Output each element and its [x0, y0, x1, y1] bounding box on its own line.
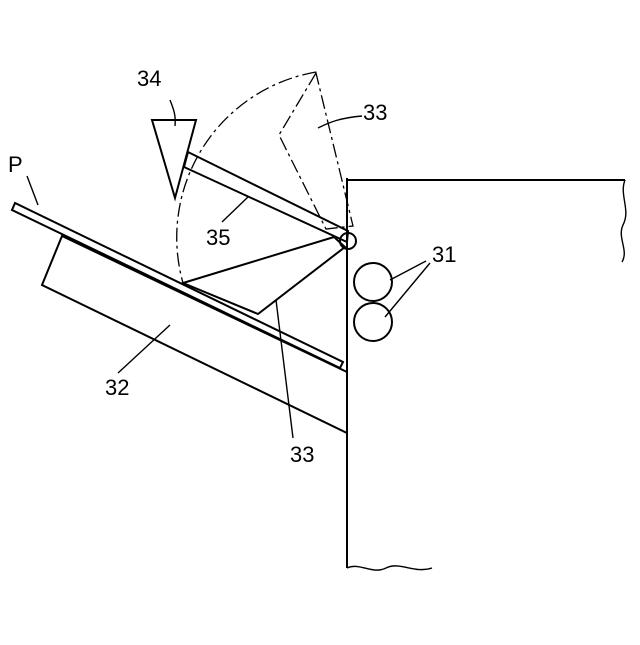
tray-body	[42, 236, 347, 433]
label-flap-lower: 33	[290, 442, 314, 467]
leader-flap-lower	[276, 300, 293, 438]
roller-upper	[354, 263, 392, 301]
leader-flap-upper	[318, 116, 362, 128]
leader-sheet	[27, 176, 38, 205]
label-flap-upper: 33	[363, 100, 387, 125]
roller-lower	[354, 303, 392, 341]
housing-break-right	[621, 180, 626, 262]
leader-roller-upper	[390, 261, 426, 280]
label-arm: 35	[206, 225, 230, 250]
label-weight: 34	[137, 66, 161, 91]
label-tray: 32	[105, 375, 129, 400]
swing-arc	[177, 72, 316, 283]
label-roller-pair: 31	[432, 242, 456, 267]
apparatus-housing	[347, 178, 626, 570]
flap-upper	[279, 73, 353, 229]
leader-weight	[170, 100, 175, 126]
leader-arm	[222, 197, 248, 222]
label-sheet: P	[8, 152, 23, 177]
leader-tray	[118, 325, 170, 373]
reference-labels: P 31 32 33 33 34 35	[8, 66, 456, 467]
weight	[152, 120, 196, 198]
housing-break-bottom	[347, 566, 432, 570]
